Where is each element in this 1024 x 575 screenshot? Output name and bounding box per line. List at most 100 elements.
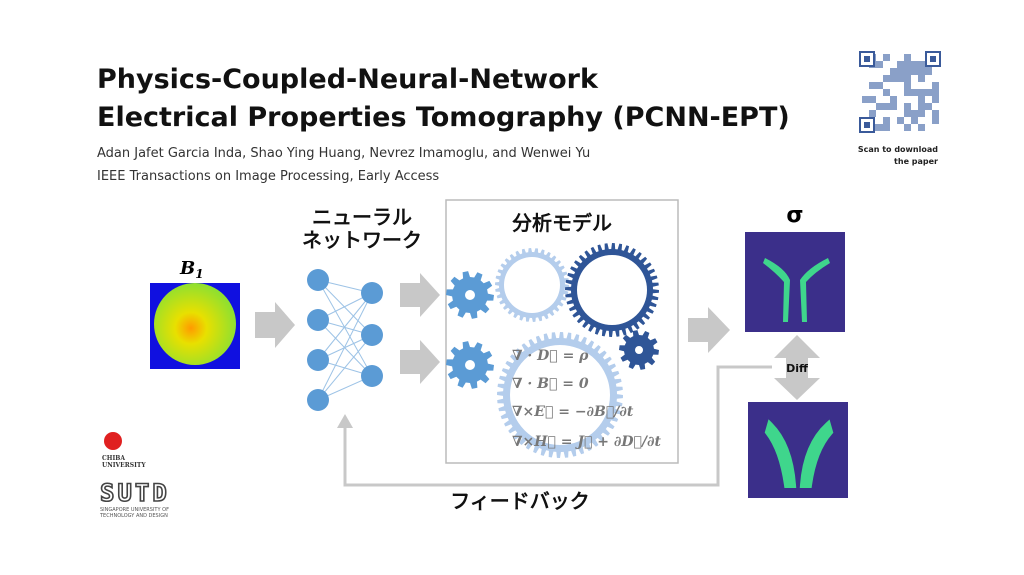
qr-module: [890, 103, 897, 110]
sigma-reference-image: [748, 402, 848, 498]
model-box: [445, 199, 679, 464]
qr-caption-line2: the paper: [894, 157, 938, 166]
qr-module: [869, 110, 876, 117]
qr-module: [932, 117, 939, 124]
qr-module: [904, 103, 911, 110]
network-edge: [317, 279, 373, 336]
qr-module: [911, 61, 918, 68]
qr-module: [932, 82, 939, 89]
network-edge: [317, 292, 373, 361]
qr-module: [918, 89, 925, 96]
qr-code[interactable]: [859, 51, 941, 133]
network-node: [307, 389, 329, 411]
qr-module: [918, 96, 925, 103]
qr-module: [911, 117, 918, 124]
network-node: [307, 269, 329, 291]
qr-module: [925, 103, 932, 110]
qr-module: [904, 110, 911, 117]
svg-text:SINGAPORE UNIVERSITY OF: SINGAPORE UNIVERSITY OF: [100, 507, 169, 513]
network-label-line2: ネットワーク: [302, 228, 422, 252]
model-label: 分析モデル: [512, 211, 612, 235]
sigma-estimated-image: [745, 232, 845, 332]
chiba-university-logo: CHIBA UNIVERSITY: [102, 432, 146, 469]
svg-text:UNIVERSITY: UNIVERSITY: [102, 462, 146, 469]
qr-module: [904, 75, 911, 82]
qr-module: [925, 89, 932, 96]
qr-module: [869, 96, 876, 103]
qr-module: [876, 61, 883, 68]
equation-1: ∇ · D⃗ = ρ: [512, 348, 589, 364]
qr-module: [911, 68, 918, 75]
qr-module: [911, 89, 918, 96]
qr-module: [897, 117, 904, 124]
qr-module: [862, 96, 869, 103]
gear-icon: [565, 243, 659, 337]
qr-module: [883, 75, 890, 82]
qr-module: [932, 89, 939, 96]
qr-module: [904, 89, 911, 96]
network-edge: [317, 292, 373, 401]
gear-icon: [446, 341, 494, 389]
network-edge: [317, 334, 373, 401]
qr-module: [918, 68, 925, 75]
qr-module: [897, 75, 904, 82]
title-line2: Electrical Properties Tomography (PCNN-E…: [97, 102, 790, 133]
gear-icon: [619, 330, 659, 370]
gears: [446, 243, 659, 458]
qr-module: [869, 82, 876, 89]
qr-module: [911, 110, 918, 117]
qr-module: [897, 68, 904, 75]
network-node: [361, 282, 383, 304]
qr-module: [904, 82, 911, 89]
neural-network: [307, 269, 383, 411]
authors: Adan Jafet Garcia Inda, Shao Ying Huang,…: [97, 146, 590, 161]
diff-double-arrow: [774, 335, 820, 400]
qr-module: [925, 68, 932, 75]
qr-module: [932, 96, 939, 103]
qr-module: [918, 75, 925, 82]
qr-module: [890, 68, 897, 75]
network-node: [307, 309, 329, 331]
qr-module: [918, 124, 925, 131]
network-node: [361, 365, 383, 387]
qr-module: [904, 124, 911, 131]
qr-module: [904, 68, 911, 75]
sutd-logo: SUTD SINGAPORE UNIVERSITY OF TECHNOLOGY …: [99, 478, 170, 519]
b1-map-image: [150, 283, 240, 369]
svg-text:SUTD: SUTD: [100, 479, 170, 507]
feedback-line: [343, 365, 772, 487]
qr-module: [883, 54, 890, 61]
equation-4: ∇×H⃗ = J⃗ + ∂D⃗/∂t: [512, 434, 661, 450]
sigma-label: σ: [786, 203, 803, 228]
network-node: [307, 349, 329, 371]
qr-module: [876, 103, 883, 110]
b1-label: B1: [179, 258, 204, 281]
qr-finder-center: [864, 56, 870, 62]
gear-icon: [495, 248, 569, 322]
qr-module: [883, 124, 890, 131]
qr-module: [876, 82, 883, 89]
qr-caption-line1: Scan to download: [858, 145, 938, 154]
arrow-model-to-output: [688, 307, 730, 353]
qr-module: [897, 61, 904, 68]
feedback-label: フィードバック: [450, 489, 590, 513]
equation-2: ∇ · B⃗ = 0: [512, 376, 589, 392]
journal: IEEE Transactions on Image Processing, E…: [97, 169, 439, 184]
qr-finder-center: [930, 56, 936, 62]
qr-module: [890, 96, 897, 103]
svg-text:TECHNOLOGY AND DESIGN: TECHNOLOGY AND DESIGN: [99, 513, 168, 519]
qr-module: [904, 61, 911, 68]
qr-module: [918, 103, 925, 110]
qr-module: [890, 75, 897, 82]
title-line1: Physics-Coupled-Neural-Network: [97, 64, 599, 95]
qr-module: [883, 89, 890, 96]
qr-module: [918, 110, 925, 117]
diff-label: Diff: [786, 362, 808, 375]
feedback-arrowhead: [337, 414, 353, 428]
arrow-input-to-network: [255, 302, 295, 348]
qr-module: [876, 124, 883, 131]
qr-module: [883, 117, 890, 124]
qr-finder-center: [864, 122, 870, 128]
qr-module: [932, 110, 939, 117]
arrow-network-to-model-1: [400, 273, 440, 317]
